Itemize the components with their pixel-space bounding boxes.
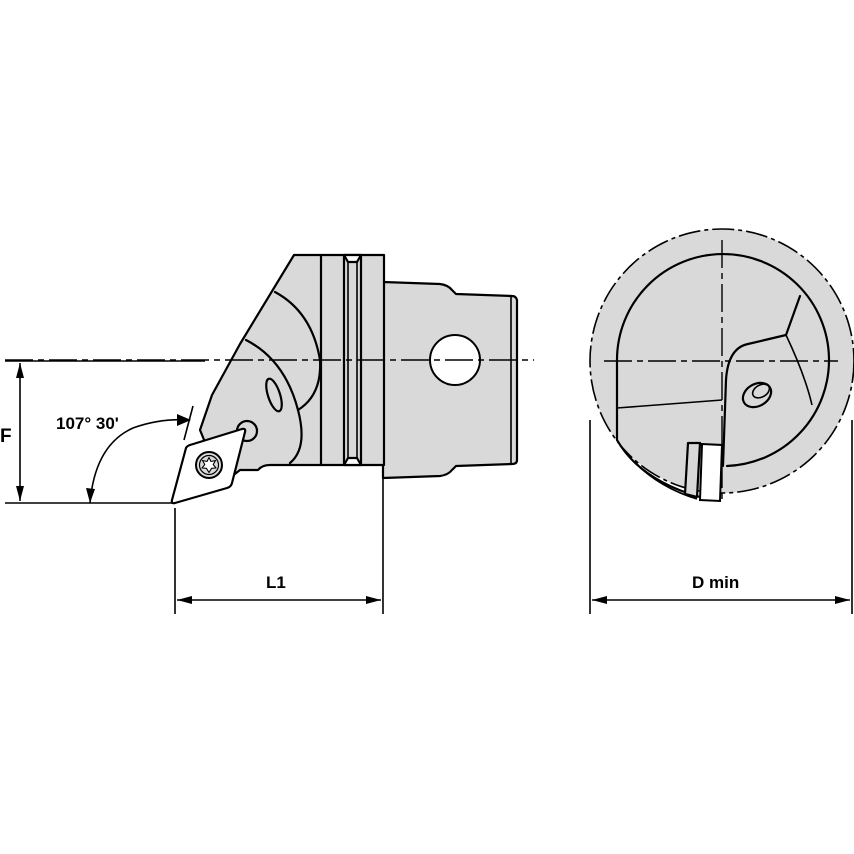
angle-label: 107° 30' (56, 414, 119, 433)
angle-arc (89, 418, 191, 504)
torx-screw-ring (198, 454, 220, 476)
l1-label: L1 (266, 573, 286, 592)
angle-arrow-bottom (86, 488, 95, 503)
head-face-outline (615, 253, 831, 468)
dmin-arrow-left (592, 596, 607, 604)
groove-notch-bottom (342, 456, 363, 467)
dmin-arrow-right (835, 596, 850, 604)
face-lower-left-arc-inner (619, 444, 698, 500)
face-split-line (616, 399, 723, 409)
end-view: D min (589, 228, 854, 614)
face-arc-lower (244, 338, 303, 465)
groove-notch-top (342, 253, 363, 264)
dmin-label: D min (692, 573, 739, 592)
side-view: F 107° 30' L1 (0, 253, 534, 614)
f-arrow-top (16, 363, 24, 378)
angle-extension-line (183, 405, 194, 441)
angle-arrow-top (177, 414, 191, 426)
torx-icon (201, 456, 217, 474)
f-arrow-bottom (16, 486, 24, 501)
insert-side-face (683, 441, 702, 499)
pocket-wall (724, 294, 802, 382)
l1-arrow-right (366, 596, 381, 604)
end-view-screw-head (751, 383, 771, 399)
f-label: F (0, 426, 12, 447)
insert-front-face (698, 442, 724, 503)
pocket-chamfer-line (785, 334, 813, 406)
l1-arrow-left (177, 596, 192, 604)
pocket-vertical-edge (721, 378, 728, 468)
coolant-slot (265, 377, 283, 413)
